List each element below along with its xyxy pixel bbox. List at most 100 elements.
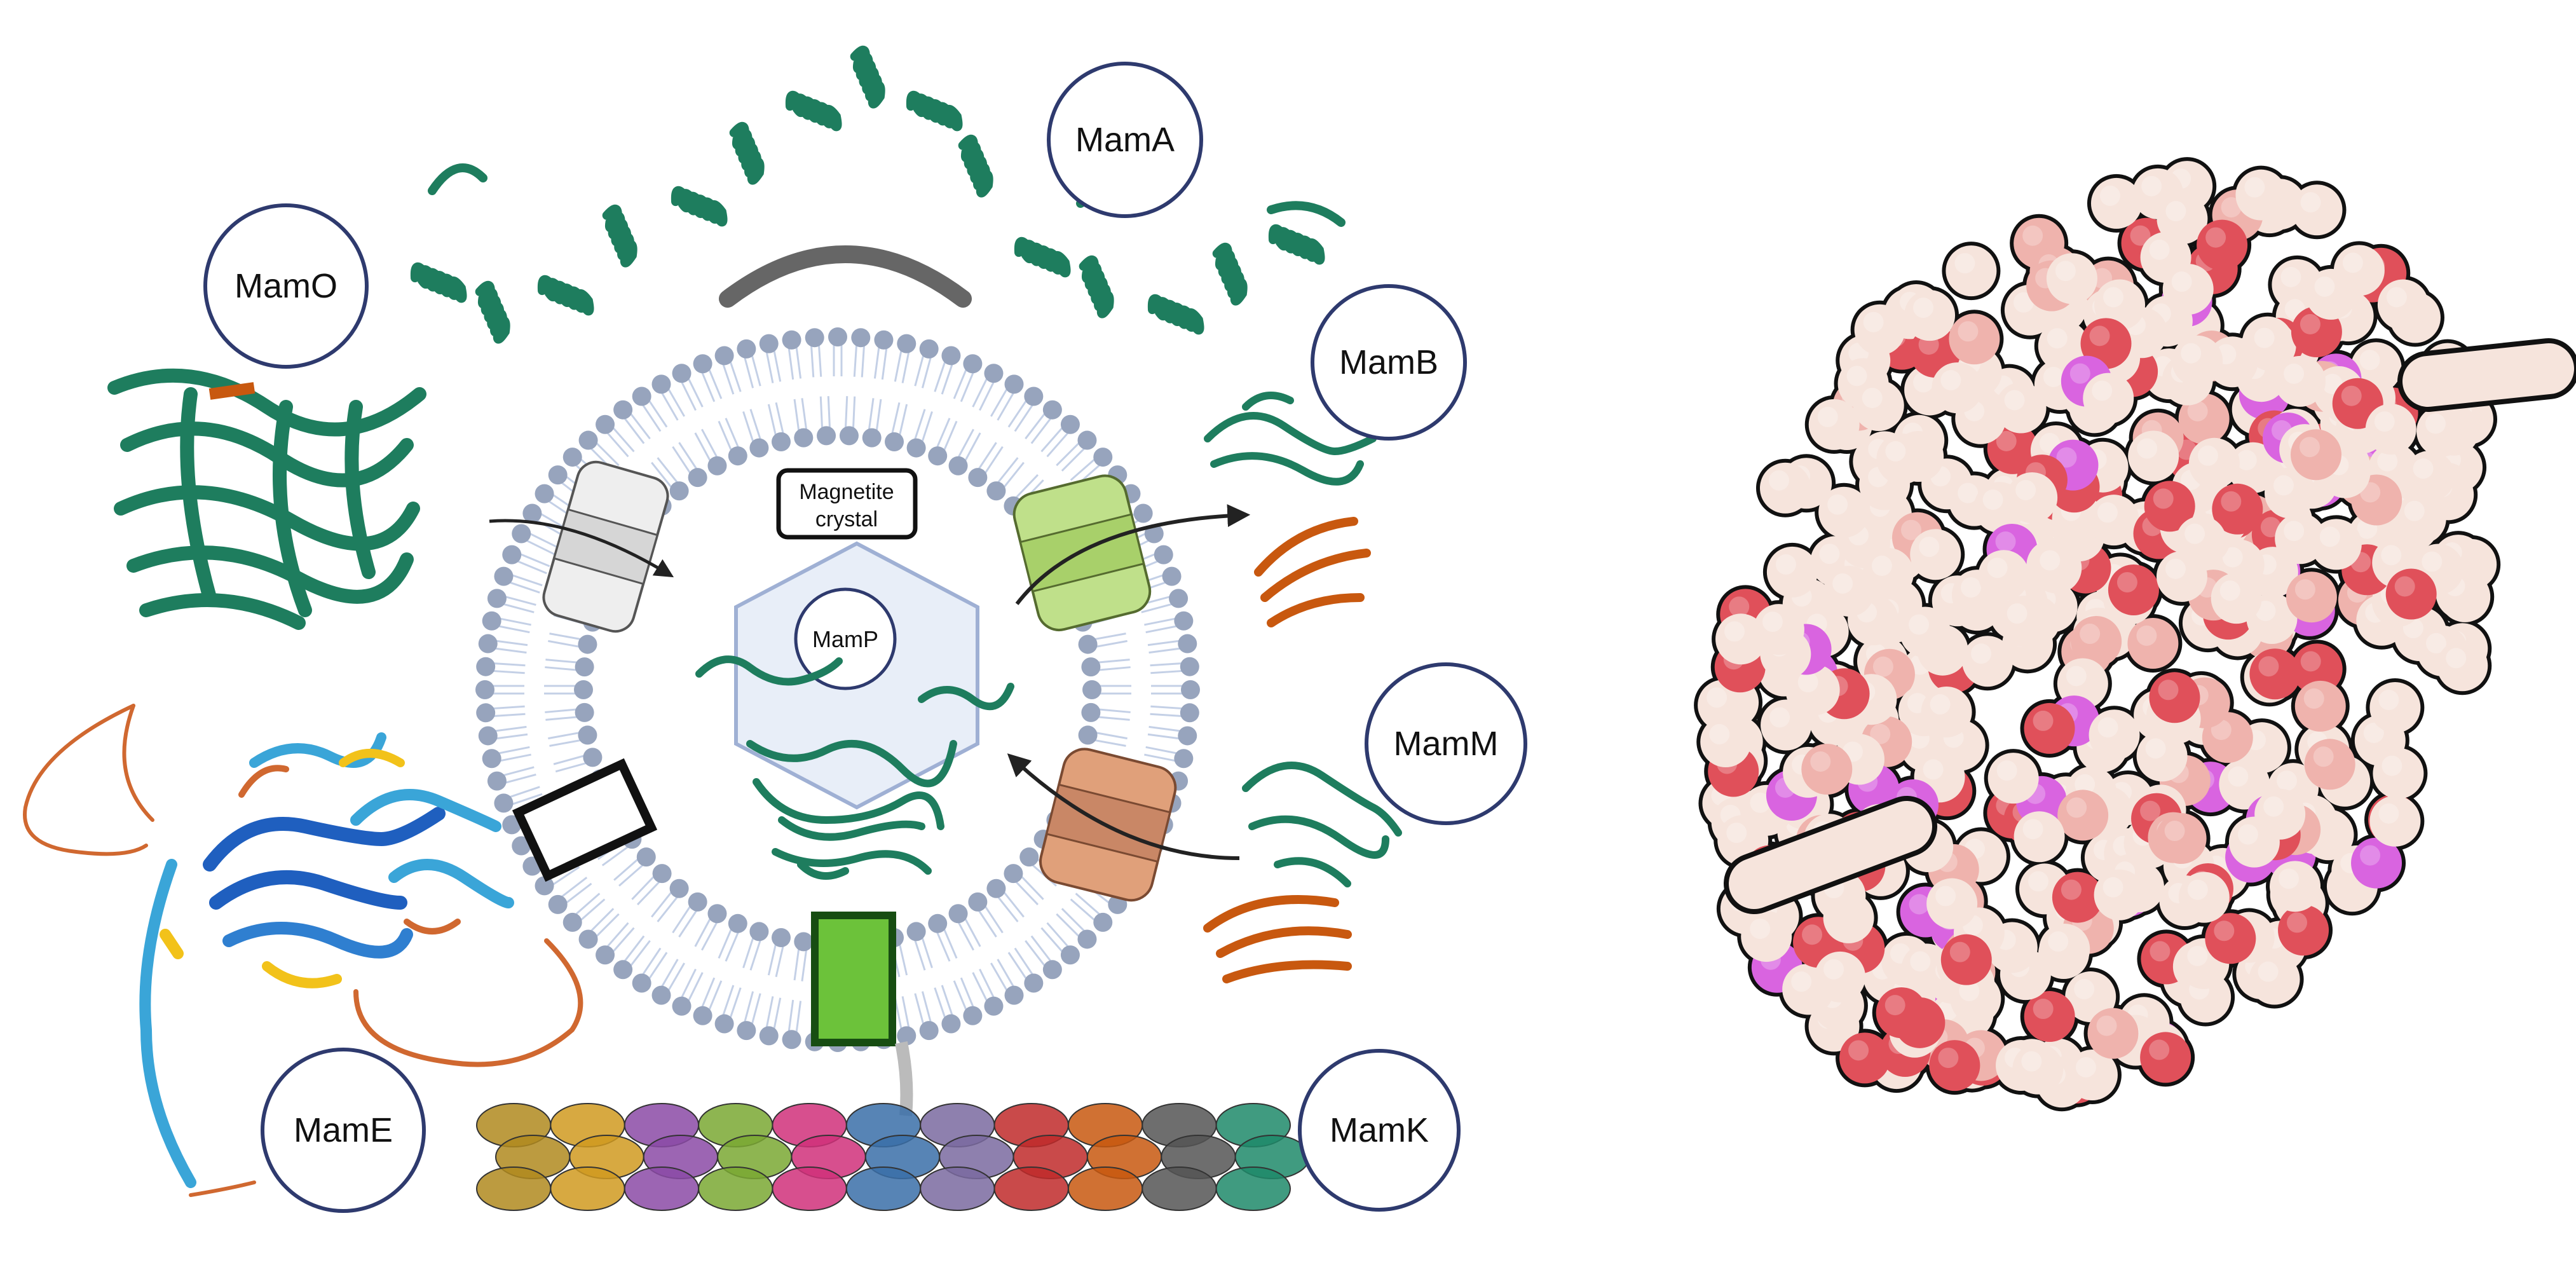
surface-highlight — [1775, 554, 1796, 575]
surface-highlight — [2061, 879, 2082, 900]
surface-highlight — [2096, 1015, 2117, 1036]
surface-atom — [1929, 1040, 1980, 1091]
surface-atom — [2291, 429, 2342, 481]
surface-atom — [2227, 442, 2279, 493]
lipid-head — [728, 446, 747, 466]
lipid-head — [652, 864, 672, 884]
surface-highlight — [2313, 746, 2334, 767]
lipid-head — [817, 426, 836, 446]
surface-atom — [1801, 743, 1853, 795]
helix-loop — [428, 163, 1346, 227]
surface-atom — [2365, 404, 2416, 455]
surface-highlight — [2359, 350, 2380, 371]
surface-highlight — [2033, 710, 2054, 731]
surface-highlight — [2187, 945, 2208, 966]
lipid-head — [862, 428, 882, 448]
lipid-head — [986, 481, 1006, 501]
surface-highlight — [2158, 680, 2179, 701]
lipid-head — [502, 545, 522, 564]
surface-highlight — [2273, 475, 2294, 496]
lipid-head — [578, 725, 597, 745]
surface-atom — [2249, 648, 2301, 700]
surface-highlight — [1949, 941, 1970, 962]
surface-highlight — [1802, 924, 1823, 945]
surface-atom — [2162, 264, 2214, 315]
lipid-head — [897, 334, 917, 353]
svg-text:MamB: MamB — [1339, 343, 1438, 381]
surface-highlight — [1954, 253, 1975, 274]
grey-channel-arrow-icon — [489, 519, 674, 578]
surface-highlight — [2205, 227, 2226, 248]
surface-atom — [2094, 869, 2145, 920]
lipid-head — [502, 815, 522, 835]
lipid-head — [968, 468, 988, 488]
lipid-head — [782, 1030, 801, 1050]
mamK-subunit — [845, 1166, 922, 1211]
surface-highlight — [2066, 797, 2087, 818]
surface-highlight — [2015, 479, 2036, 500]
surface-atom — [2212, 483, 2263, 535]
surface-atom — [1962, 636, 2014, 687]
lipid-head — [1004, 985, 1024, 1005]
surface-highlight — [1797, 672, 1818, 693]
surface-highlight — [2221, 197, 2242, 218]
surface-highlight — [1910, 951, 1931, 972]
surface-highlight — [2221, 491, 2242, 512]
surface-highlight — [1846, 366, 1867, 386]
alpha-helix — [671, 186, 728, 227]
protein-surface-model — [1694, 157, 2576, 1112]
surface-highlight — [1938, 1048, 1959, 1069]
surface-highlight — [1996, 760, 2017, 781]
surface-highlight — [2258, 656, 2279, 677]
lipid-head — [1024, 973, 1044, 993]
surface-highlight — [2386, 287, 2407, 308]
surface-atom — [2275, 355, 2326, 407]
surface-atom — [2155, 813, 2207, 865]
surface-atom — [2385, 568, 2437, 620]
lipid-head — [478, 726, 498, 746]
label-mamE: MamE — [261, 1048, 426, 1213]
alpha-helix — [475, 280, 510, 344]
surface-atom — [2127, 617, 2179, 669]
lipid-head — [548, 465, 568, 485]
surface-atom — [2065, 971, 2116, 1023]
surface-highlight — [2130, 225, 2151, 246]
lipid-head — [583, 748, 603, 767]
surface-highlight — [2004, 390, 2025, 411]
surface-atom — [1753, 604, 1804, 655]
lipid-head — [512, 836, 531, 856]
surface-highlight — [2374, 411, 2395, 432]
lipid-head — [1078, 634, 1098, 654]
mamP-label: MamP — [812, 626, 878, 652]
alpha-helix — [906, 90, 963, 132]
lipid-head — [749, 922, 769, 941]
surface-highlight — [2287, 912, 2308, 933]
lipid-head — [759, 1026, 779, 1046]
magnetite-label-box — [776, 468, 918, 540]
mamP-circle — [794, 587, 897, 690]
surface-highlight — [1870, 723, 1891, 744]
surface-highlight — [2089, 325, 2110, 346]
lipid-head — [828, 327, 847, 346]
surface-highlight — [1791, 971, 1812, 992]
label-mamO: MamO — [203, 203, 369, 369]
surface-highlight — [1982, 489, 2003, 510]
surface-highlight — [2425, 413, 2446, 434]
surface-highlight — [2102, 877, 2123, 898]
surface-highlight — [1848, 1040, 1869, 1061]
lipid-head — [906, 438, 926, 458]
lipid-head — [714, 346, 734, 366]
surface-highlight — [2236, 449, 2257, 470]
surface-atom — [1876, 987, 1927, 1039]
surface-highlight — [2171, 271, 2192, 292]
svg-text:MamE: MamE — [294, 1111, 393, 1149]
mamE-protein — [23, 704, 583, 1197]
surface-atom — [1932, 362, 1983, 414]
mamP-protein — [695, 655, 1014, 880]
surface-atom — [2066, 1049, 2118, 1100]
surface-highlight — [2007, 603, 2027, 624]
surface-atom — [2291, 643, 2343, 695]
lipid-head — [963, 354, 983, 374]
surface-highlight — [1819, 544, 1840, 564]
surface-atom — [1823, 565, 1875, 617]
